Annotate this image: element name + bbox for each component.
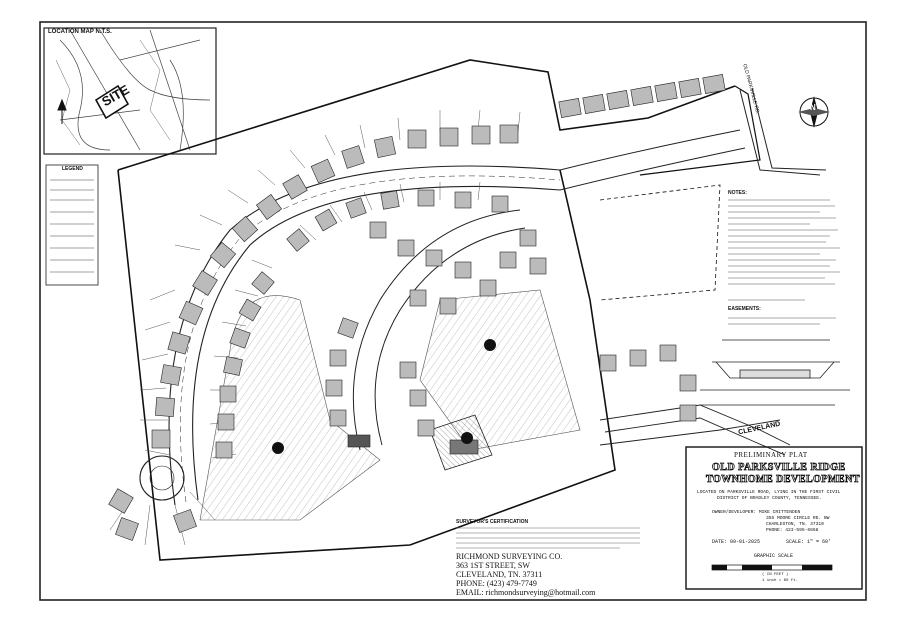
plat-scale: SCALE: 1" = 60': [786, 539, 832, 545]
easements-heading: EASEMENTS:: [728, 306, 761, 312]
road-cross-section: [700, 339, 850, 406]
cul-de-sac: [139, 455, 185, 501]
surveyor-address2: CLEVELAND, TN. 37311: [456, 570, 543, 579]
location-map-title: LOCATION MAP N.T.S.: [48, 29, 112, 35]
owner-line3: CHARLESTON, TN. 37310: [766, 522, 824, 527]
location-map: [43, 27, 217, 155]
townhome-buildings: [108, 74, 726, 541]
cleveland-frontage: [599, 419, 781, 446]
location-line1: LOCATED ON PARKSVILLE ROAD, LYING IN THE…: [697, 490, 841, 495]
graphic-scale-unit: ( IN FEET ): [762, 573, 789, 577]
graphic-scale-note: 1 inch = 60 ft.: [762, 579, 799, 583]
plat-date: DATE: 09-01-2025: [712, 539, 761, 545]
notes-heading: NOTES:: [728, 190, 747, 196]
open-space-area-2: [419, 289, 581, 451]
north-arrow-small: [57, 98, 67, 124]
legend-box: [45, 164, 99, 286]
surveyor-email: EMAIL: richmondsurveying@hotmail.com: [456, 588, 596, 597]
north-arrow: [798, 96, 830, 128]
road-old-parksville: [599, 87, 827, 456]
surveyor-cert-heading: SURVEYOR'S CERTIFICATION: [456, 519, 529, 525]
property-boundary: [117, 59, 761, 561]
certification-lines: [456, 527, 640, 549]
legend-heading: LEGEND: [62, 166, 83, 172]
surveyor-company: RICHMOND SURVEYING CO.: [456, 552, 563, 561]
owner-line1: OWNER/DEVELOPER: MIKE CRITTENDEN: [712, 510, 801, 515]
project-title-line2: TOWNHOME DEVELOPMENT: [706, 474, 860, 486]
north-label: N: [810, 103, 816, 112]
title-block-frame: [685, 446, 863, 590]
sheet-border: [39, 21, 867, 601]
plat-type: PRELIMINARY PLAT: [734, 451, 808, 459]
lot-lines: [109, 109, 521, 546]
surveyor-phone: PHONE: (423) 479-7749: [456, 579, 537, 588]
area-badges: [272, 339, 496, 454]
graphic-scale-heading: GRAPHIC SCALE: [754, 553, 794, 559]
owner-line2: 355 MOORE CIRCLE RD. NW: [766, 516, 830, 521]
notes-block: [728, 199, 840, 325]
owner-line4: PHONE: 423-595-6668: [766, 528, 819, 533]
project-title-line1: OLD PARKSVILLE RIDGE: [712, 462, 846, 474]
location-line2: DISTRICT OF BRADLEY COUNTY, TENNESSEE.: [717, 496, 822, 501]
graphic-scale-bar: [711, 564, 833, 571]
inner-street: [352, 209, 526, 451]
surveyor-address1: 363 1ST STREET, SW: [456, 561, 530, 570]
